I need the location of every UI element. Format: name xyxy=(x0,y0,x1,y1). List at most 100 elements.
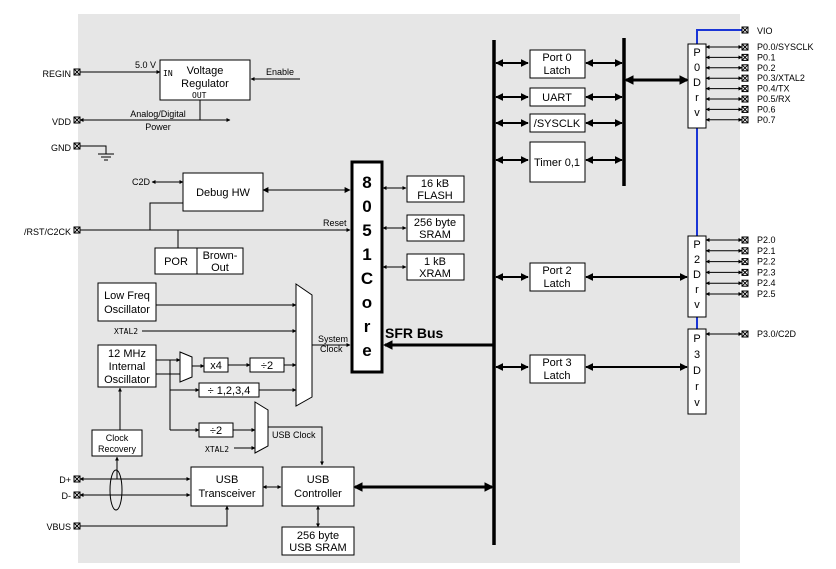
pin-rst-c2ck: /RST/C2CK xyxy=(24,226,81,237)
p0-pin-1: P0.1 xyxy=(705,52,776,62)
p2-pin-4: P2.4 xyxy=(705,278,776,288)
svg-text:÷2: ÷2 xyxy=(210,425,222,437)
p2-pin-3: P2.3 xyxy=(705,267,776,277)
p0-pin-label: P0.7 xyxy=(757,115,776,125)
vio-line xyxy=(696,29,742,44)
power-label-1: Analog/Digital xyxy=(130,109,186,119)
pin-vio: VIO xyxy=(741,26,773,36)
p0-pin-0: P0.0/SYSCLK xyxy=(705,42,814,52)
svg-text:VBUS: VBUS xyxy=(46,522,71,532)
svg-text:SRAM: SRAM xyxy=(419,229,451,241)
svg-text:÷ 1,2,3,4: ÷ 1,2,3,4 xyxy=(208,385,251,397)
p0-pin-7: P0.7 xyxy=(705,115,776,125)
vbus-line xyxy=(80,505,229,527)
svg-text:Debug HW: Debug HW xyxy=(196,187,250,199)
svg-text:/RST/C2CK: /RST/C2CK xyxy=(24,227,71,237)
svg-text:USB SRAM: USB SRAM xyxy=(289,542,346,554)
system-clock-mux xyxy=(295,283,313,407)
svg-text:Latch: Latch xyxy=(544,65,571,77)
svg-text:/SYSCLK: /SYSCLK xyxy=(534,118,581,130)
svg-text:x4: x4 xyxy=(210,360,222,372)
port3-latch: Port 3 Latch xyxy=(529,354,586,384)
p0-pins: P0.0/SYSCLKP0.1P0.2P0.3/XTAL2P0.4/TXP0.5… xyxy=(705,42,814,125)
debug-hw-block: Debug HW xyxy=(182,172,264,212)
svg-text:VDD: VDD xyxy=(52,117,72,127)
xtal2-bottom-label: XTAL2 xyxy=(205,445,229,454)
p0-pin-2: P0.2 xyxy=(705,63,776,73)
timer-block: Timer 0,1 xyxy=(529,141,586,183)
usb-controller: USB Controller xyxy=(281,466,355,507)
clock-recovery: Clock Recovery xyxy=(91,429,143,457)
sysclk-block: /SYSCLK xyxy=(529,113,586,133)
svg-text:Regulator: Regulator xyxy=(181,78,229,90)
svg-text:256 byte: 256 byte xyxy=(297,530,339,542)
port2-latch: Port 2 Latch xyxy=(529,262,586,292)
svg-text:Port 0: Port 0 xyxy=(542,52,571,64)
differential-pair-icon xyxy=(109,469,123,511)
brownout-block: Brown- Out xyxy=(196,247,244,275)
p0-pin-label: P0.4/TX xyxy=(757,84,790,94)
svg-text:12 MHz: 12 MHz xyxy=(108,348,146,360)
svg-text:256 byte: 256 byte xyxy=(414,217,456,229)
gnd-line xyxy=(80,145,107,154)
p0-pin-label: P0.0/SYSCLK xyxy=(757,42,814,52)
svg-text:USB: USB xyxy=(216,474,239,486)
usb-clock-line xyxy=(268,426,324,466)
system-clock-label-2: Clock xyxy=(320,344,343,354)
low-freq-oscillator: Low Freq Oscillator xyxy=(97,282,157,322)
pin-gnd: GND xyxy=(51,142,81,153)
svg-text:Out: Out xyxy=(211,262,229,274)
pin-dminus: D- xyxy=(62,491,81,501)
uart-block: UART xyxy=(529,87,586,107)
svg-text:Timer 0,1: Timer 0,1 xyxy=(534,157,580,169)
usb-div2-block: ÷2 xyxy=(198,422,234,438)
regulator-enable-label: Enable xyxy=(266,67,294,77)
svg-text:POR: POR xyxy=(164,256,188,268)
p0-pin-label: P0.1 xyxy=(757,52,776,62)
p0-pin-3: P0.3/XTAL2 xyxy=(705,73,805,83)
power-label-2: Power xyxy=(145,122,171,132)
svg-text:D+: D+ xyxy=(59,475,71,485)
port0-latch: Port 0 Latch xyxy=(529,49,586,79)
x4-multiplier: x4 xyxy=(203,357,229,373)
pin-dplus: D+ xyxy=(59,475,81,485)
svg-text:USB: USB xyxy=(307,474,330,486)
por-block: POR xyxy=(154,247,198,275)
usb-clock-label: USB Clock xyxy=(272,430,316,440)
svg-text:Recovery: Recovery xyxy=(98,444,137,454)
svg-text:Low Freq: Low Freq xyxy=(104,290,150,302)
p3-pins: P3.0/C2D xyxy=(705,329,797,339)
p2-pin-0: P2.0 xyxy=(705,235,776,245)
p0-pin-label: P0.5/RX xyxy=(757,94,791,104)
svg-text:Transceiver: Transceiver xyxy=(198,488,255,500)
rst-to-debug xyxy=(149,202,183,230)
div2-block: ÷2 xyxy=(249,357,285,373)
flash-block: 16 kB FLASH xyxy=(406,175,465,203)
p2-pin-label: P2.3 xyxy=(757,267,776,277)
small-mux xyxy=(179,351,193,383)
p2-pin-2: P2.2 xyxy=(705,257,776,267)
p2-pin-5: P2.5 xyxy=(705,289,776,299)
xram-block: 1 kB XRAM xyxy=(406,253,465,281)
svg-text:Port 2: Port 2 xyxy=(542,265,571,277)
p0-pin-6: P0.6 xyxy=(705,104,776,114)
p3-pin-0: P3.0/C2D xyxy=(705,329,797,339)
ground-icon xyxy=(98,153,114,161)
svg-text:XRAM: XRAM xyxy=(419,268,451,280)
pin-vdd: VDD xyxy=(52,116,81,127)
svg-text:Oscillator: Oscillator xyxy=(104,304,150,316)
svg-text:GND: GND xyxy=(51,143,72,153)
usb-transceiver: USB Transceiver xyxy=(190,466,264,507)
svg-text:D-: D- xyxy=(62,491,72,501)
regulator-input-voltage: 5.0 V xyxy=(135,60,156,70)
svg-text:1 kB: 1 kB xyxy=(424,256,446,268)
